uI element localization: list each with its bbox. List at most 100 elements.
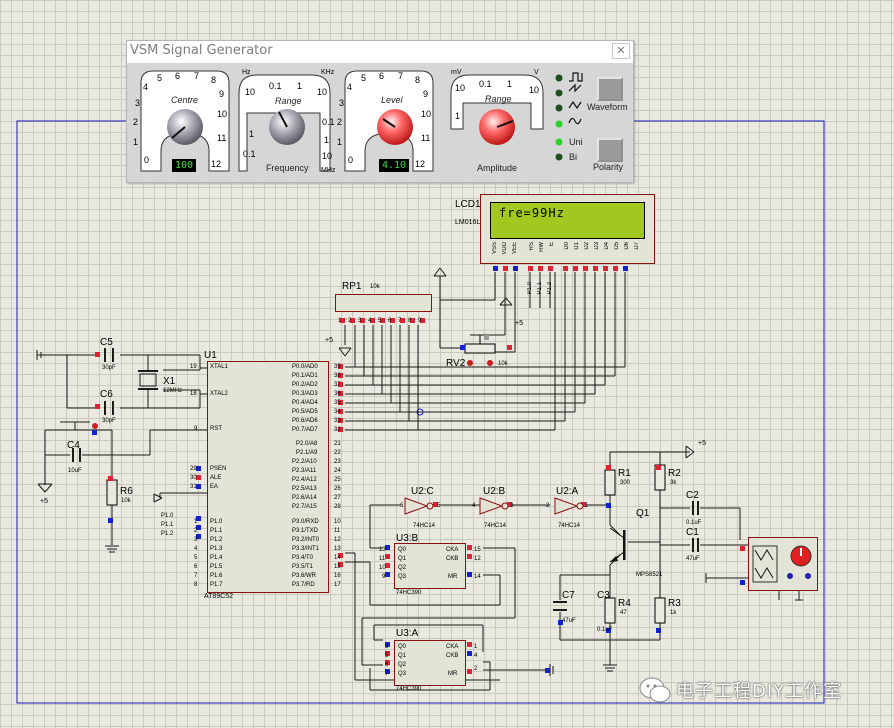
- level-scale-0: 0: [348, 155, 354, 165]
- close-button[interactable]: ✕: [612, 43, 630, 59]
- waveform-button[interactable]: [597, 77, 623, 101]
- u1-pin-p15: P1.5: [210, 564, 223, 570]
- pin-marker: [740, 580, 745, 585]
- r3-ref: R3: [668, 598, 681, 609]
- u1-num: 34: [334, 409, 341, 415]
- u1-num: 1: [194, 519, 198, 525]
- centre-scale-6: 6: [175, 71, 181, 81]
- u2c-pin-in: 6: [400, 503, 404, 509]
- range-knob-icon[interactable]: [269, 109, 305, 145]
- pin-marker: [95, 404, 100, 409]
- rp1-pin: 7: [398, 318, 402, 324]
- u1-num: 18: [190, 391, 197, 397]
- signal-generator-symbol[interactable]: [748, 537, 818, 591]
- u1-pin-p06: P0.6/AD6: [292, 418, 318, 424]
- c4-value: 10uF: [68, 468, 82, 474]
- pin-marker: [593, 266, 598, 271]
- u1-net-p10: P1.0: [161, 513, 174, 519]
- u3a-cka: CKA: [446, 644, 459, 650]
- pin-marker: [623, 266, 628, 271]
- u2b-model: 74HC14: [484, 523, 507, 529]
- u1-num: 6: [194, 564, 198, 570]
- pin-marker: [92, 430, 97, 435]
- pin-marker: [385, 651, 390, 656]
- pin-marker: [740, 546, 745, 551]
- led-square-icon: [555, 74, 563, 82]
- u2c-gate-icon: [404, 497, 429, 515]
- range-scale-h: 1: [324, 135, 330, 145]
- u3a-num: 2: [474, 666, 478, 672]
- amp-range-knob-icon[interactable]: [479, 109, 515, 145]
- u1-num: 35: [334, 400, 341, 406]
- u1-num: 17: [334, 582, 341, 588]
- pin-marker: [581, 502, 586, 507]
- u3b-ref: U3:B: [396, 533, 419, 544]
- u1-num: 31: [190, 484, 197, 490]
- pin-marker: [380, 318, 385, 323]
- level-scale-11: 11: [421, 133, 431, 143]
- pin-marker: [493, 266, 498, 271]
- polarity-uni-label: Uni: [569, 137, 583, 147]
- u1-pin-rst: RST: [210, 426, 222, 432]
- centre-knob-icon[interactable]: [167, 109, 203, 145]
- u1-num: 37: [334, 382, 341, 388]
- amp-v-label: V: [534, 69, 539, 76]
- signal-generator-window[interactable]: VSM Signal Generator ✕: [126, 40, 634, 183]
- reset-supply: +5: [40, 498, 48, 505]
- pin-marker: [338, 553, 343, 558]
- pin-marker: [385, 642, 390, 647]
- u1-microcontroller[interactable]: [207, 361, 329, 593]
- level-scale-1: 1: [337, 137, 343, 147]
- level-label: Level: [381, 95, 403, 105]
- u2c-pin-out: 5: [437, 503, 441, 509]
- pin-marker: [467, 651, 472, 656]
- centre-scale-0: 0: [144, 155, 150, 165]
- inverter-chain: [404, 497, 584, 515]
- window-titlebar[interactable]: VSM Signal Generator ✕: [127, 41, 633, 61]
- polarity-button[interactable]: [597, 138, 623, 162]
- rv2-ref: RV2: [446, 358, 466, 369]
- pin-marker: [507, 502, 512, 507]
- pin-marker: [196, 484, 201, 489]
- rv2-value: 10k: [498, 361, 508, 367]
- pin-marker: [385, 563, 390, 568]
- u1-num: 29: [190, 466, 197, 472]
- u3a-q0: Q0: [398, 644, 407, 650]
- u3a-counter[interactable]: [394, 640, 466, 686]
- level-scale-5: 5: [361, 73, 367, 83]
- u1-pin-ale: ALE: [210, 475, 222, 481]
- u1-net-p12: P1.2: [161, 531, 174, 537]
- c5-value: 30pF: [102, 365, 116, 371]
- u1-pin-p03: P0.3/AD3: [292, 391, 318, 397]
- q1-model: MPS6521: [636, 572, 663, 578]
- u1-pin-p25: P2.5/A13: [292, 486, 317, 492]
- level-knob-icon[interactable]: [377, 109, 413, 145]
- u3a-num: 7: [385, 671, 389, 677]
- lcd-pin-d1: D1: [574, 242, 580, 250]
- u1-num: 15: [334, 564, 341, 570]
- u1-num: 22: [334, 450, 341, 456]
- rp1-value: 10k: [370, 284, 380, 290]
- pin-marker: [338, 382, 343, 387]
- rp1-pin: 8: [408, 318, 412, 324]
- u3b-counter[interactable]: [394, 543, 466, 589]
- u3a-num: 6: [385, 662, 389, 668]
- u1-num: 25: [334, 477, 341, 483]
- lcd-pin-vdd: VDD: [502, 242, 508, 255]
- pin-marker: [583, 266, 588, 271]
- u3b-mr: MR: [448, 574, 458, 580]
- u1-pin-p32: P3.2/INT0: [292, 537, 320, 543]
- pin-marker: [558, 620, 563, 625]
- lcd-model: LM016L: [455, 219, 481, 226]
- rp1-resistor-pack[interactable]: [335, 294, 432, 312]
- u1-pin-p12: P1.2: [210, 537, 223, 543]
- u2b-gate-icon: [479, 497, 504, 515]
- pin-marker: [108, 476, 113, 481]
- level-scale-12: 12: [415, 159, 426, 169]
- u1-num: 38: [334, 373, 341, 379]
- u3a-q3: Q3: [398, 671, 407, 677]
- pin-marker: [338, 364, 343, 369]
- u1-num: 11: [334, 528, 341, 534]
- q1-transistor-icon[interactable]: [606, 526, 642, 566]
- watermark: 电子工程DIY工作室: [638, 674, 878, 704]
